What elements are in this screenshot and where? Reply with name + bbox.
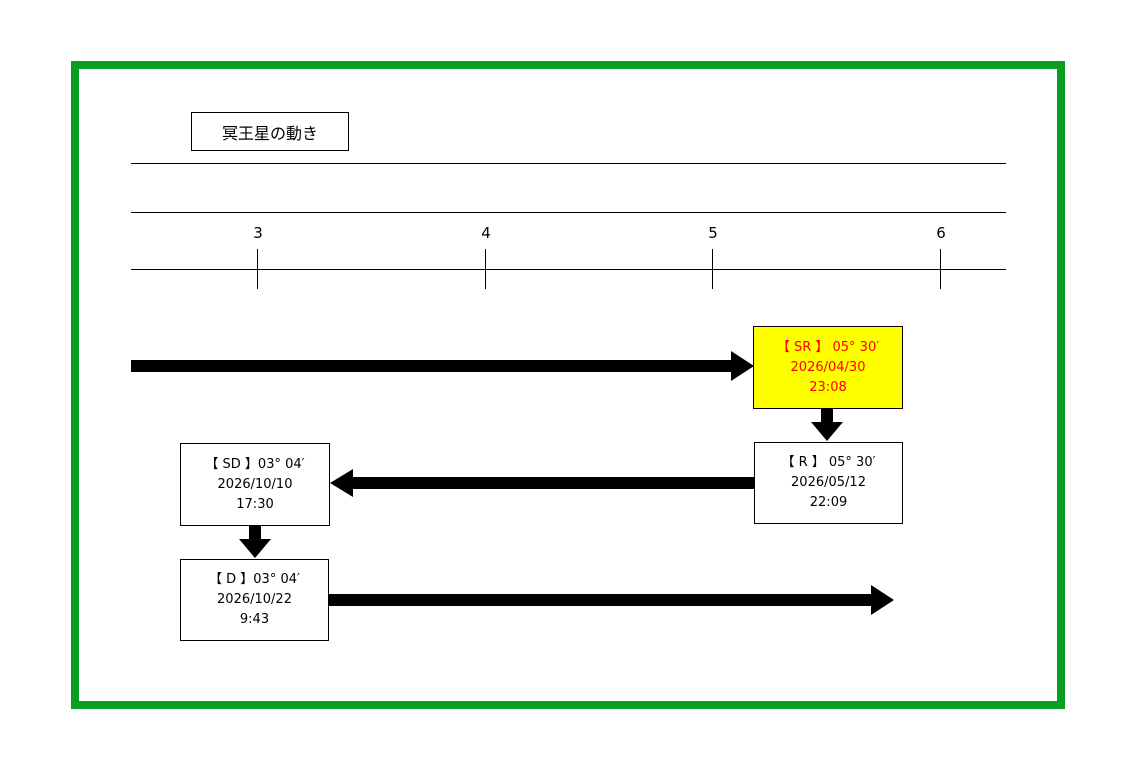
chart-title: 冥王星の動き xyxy=(191,112,349,151)
event-date: 2026/10/22 xyxy=(217,592,292,607)
arrow-down-icon xyxy=(811,408,843,441)
event-box-sd: 【 SD 】03° 04′ 2026/10/10 17:30 xyxy=(180,443,330,526)
tick-label-month: 6 xyxy=(936,224,946,242)
arrow-right-icon xyxy=(329,585,894,615)
tick-mark xyxy=(485,249,486,289)
tick-mark xyxy=(712,249,713,289)
event-box-sr: 【 SR 】 05° 30′ 2026/04/30 23:08 xyxy=(753,326,903,409)
event-label: 【 SR 】 05° 30′ xyxy=(776,339,880,355)
arrow-right-icon xyxy=(131,351,754,381)
event-date: 2026/10/10 xyxy=(217,476,293,492)
tick-label-month: 3 xyxy=(253,224,263,242)
tick-label-month: 4 xyxy=(481,224,491,242)
tick-label-month: 5 xyxy=(708,224,718,242)
event-label: 【 D 】03° 04′ xyxy=(209,572,300,587)
timeline-axis xyxy=(131,269,1006,270)
event-time: 9:43 xyxy=(239,612,270,627)
event-date: 2026/04/30 xyxy=(790,359,866,375)
event-time: 23:08 xyxy=(809,379,847,395)
divider-line-top xyxy=(131,163,1006,164)
arrow-left-icon xyxy=(330,469,754,497)
green-frame xyxy=(71,61,1065,709)
event-label: 【 SD 】03° 04′ xyxy=(205,456,305,472)
event-box-d: 【 D 】03° 04′ 2026/10/22 9:43 xyxy=(180,559,329,641)
event-box-r: 【 R 】 05° 30′ 2026/05/12 22:09 xyxy=(754,442,903,524)
event-time: 22:09 xyxy=(809,495,848,510)
arrow-down-icon xyxy=(239,525,271,558)
event-time: 17:30 xyxy=(236,496,274,512)
tick-mark xyxy=(940,249,941,289)
event-label: 【 R 】 05° 30′ xyxy=(781,455,876,470)
tick-mark xyxy=(257,249,258,289)
event-date: 2026/05/12 xyxy=(791,475,866,490)
divider-line-middle xyxy=(131,212,1006,213)
